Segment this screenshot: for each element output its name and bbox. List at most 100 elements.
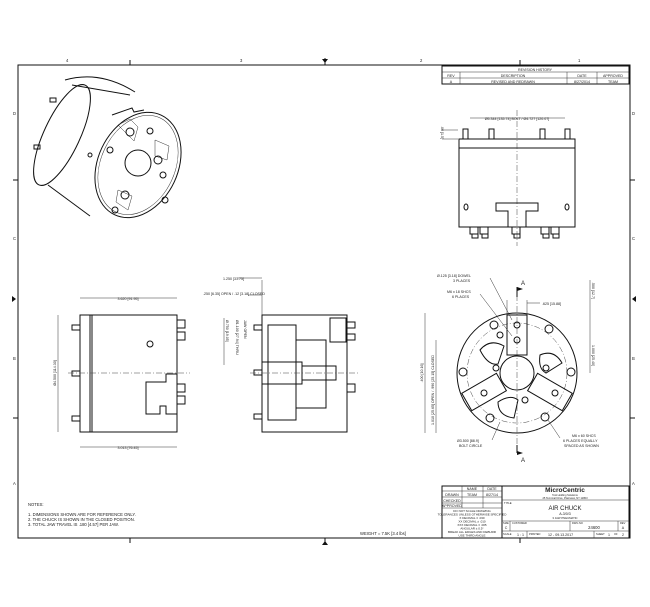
- size-value: C: [505, 526, 508, 530]
- section-a-label-top: A: [521, 281, 525, 287]
- left-dim: .400 [10.16]: [420, 364, 424, 383]
- weight-label: WEIGHT = 7.5K [3.4 lbs]: [360, 531, 406, 536]
- inner-dia-b: Ø1.100 [27.94] THRU: [235, 320, 239, 355]
- zone-row-label: A: [13, 481, 16, 486]
- part-number: A-3/0/3: [559, 512, 571, 516]
- approved-cell: TEAM: [608, 80, 618, 84]
- tb-drawn-date: 8/27/14: [486, 493, 498, 497]
- side-view: 3.620 [91.95] 3.013 [76.45] Ø4.500 [114.…: [53, 297, 190, 450]
- notes-title: NOTES:: [28, 502, 44, 507]
- tb-checked-label: CHECKED: [443, 499, 461, 503]
- note-item: 2. THE CHUCK IS SHOWN IN THE CLOSED POSI…: [28, 517, 135, 522]
- company-address: 25 Terminal Drive, Plainview, NY 11803: [542, 496, 588, 500]
- tb-drawn-name: TEAM: [467, 493, 477, 497]
- date-cell: 8/27/2014: [574, 80, 590, 84]
- customer-label: CUSTOMER: [512, 521, 527, 525]
- zone-col-label: 1: [578, 58, 581, 63]
- bolt-circle-label: BOLT CIRCLE: [459, 444, 483, 448]
- bolt-circle-dim: Ø3.500 [88.9]: [457, 439, 479, 443]
- inner-dia-a: Ø.750 [19.05]: [225, 320, 229, 342]
- tb-date-header: DATE: [487, 487, 497, 491]
- zone-row-label: C: [13, 236, 16, 241]
- stroke-dim: .250 [6.35] OPEN / .12 [3.18] CLOSED: [203, 292, 265, 296]
- tolerance-line: DO NOT SCALE DRAWING: [453, 509, 491, 513]
- zone-row-label: D: [13, 111, 16, 116]
- center-mark-icon: [322, 59, 328, 63]
- dwg-no-value: 24600: [588, 525, 600, 530]
- dowel-places: 3 PLACES: [453, 279, 471, 283]
- of-value: 2: [622, 533, 624, 537]
- shcs-top-note: M6 x 18 SHCS: [447, 290, 471, 294]
- center-mark-icon: [322, 541, 328, 545]
- shcs-top-places: 6 PLACES: [452, 295, 470, 299]
- revision-history-table: REVISION HISTORY REV DESCRIPTION DATE AP…: [441, 65, 630, 85]
- scale-value: 1 : 1: [517, 533, 524, 537]
- zone-row-label: B: [632, 356, 635, 361]
- printed-label: PRINTED: [529, 532, 541, 536]
- scale-label: SCALE: [503, 532, 512, 536]
- tolerance-line: XX DECIMAL ± .010: [458, 520, 486, 524]
- title-label: TITLE: [504, 501, 512, 505]
- sheet-label: SHEET: [596, 532, 605, 536]
- company-subtitle: Tool Holding Solutions: [552, 493, 578, 497]
- isometric-view: [33, 76, 182, 219]
- dwg-no-label: DWG NO: [572, 521, 583, 525]
- zone-row-label: C: [632, 236, 635, 241]
- description-header: DESCRIPTION: [501, 74, 526, 78]
- tolerance-line: USE THIRD ANGLE: [459, 534, 486, 538]
- section-top-dim: 1.250 [31.75]: [223, 277, 244, 281]
- sheet-value: 1: [608, 533, 610, 537]
- tb-approved-label: APPROVED: [442, 504, 462, 508]
- width-bottom-dim: 3.013 [76.45]: [118, 446, 139, 450]
- note-item: 3. TOTAL JAW TRAVEL IS .180 [4.57] PER J…: [28, 522, 119, 527]
- tolerance-line: X DECIMAL ± .030: [459, 516, 485, 520]
- tb-name-header: NAME: [467, 487, 478, 491]
- of-label: OF: [614, 532, 618, 536]
- center-mark-icon: [12, 296, 16, 302]
- rev-value: A: [622, 526, 625, 530]
- shcs-bottom-places: 6 PLACES EQUALLY: [563, 439, 598, 443]
- dowel-note: Ø.125 [3.18] DOWEL: [437, 274, 471, 278]
- note-item: 1. DIMENSIONS SHOWN ARE FOR REFERENCE ON…: [28, 512, 136, 517]
- zone-col-label: 2: [420, 58, 423, 63]
- tolerance-line: BREAK ALL EDGES AND DEBURR: [448, 530, 497, 534]
- rev-cell: A: [450, 80, 453, 84]
- right-dim-bottom: 1.000 [25.40]: [591, 345, 595, 366]
- zone-labels: 4 3 2 1 D C B A D C B A: [13, 58, 635, 486]
- height-dim: .06 [1.5]: [440, 126, 444, 139]
- notes-block: NOTES: 1. DIMENSIONS SHOWN ARE FOR REFER…: [28, 502, 136, 527]
- revision-history-title: REVISION HISTORY: [518, 68, 553, 72]
- tolerance-line: TOLERANCES UNLESS OTHERWISE SPECIFIED: [438, 513, 508, 517]
- title-block: NAME DATE DRAWN TEAM 8/27/14 CHECKED APP…: [438, 485, 630, 539]
- tolerance-line: ANGULAR ± 0.5°: [460, 527, 484, 531]
- drawing-title: AIR CHUCK: [548, 506, 581, 512]
- jaw-width-dim: .625 [15.88]: [542, 302, 561, 306]
- shcs-bottom-spacing: SPACED AS SHOWN: [564, 444, 599, 448]
- part-subtitle: 3 JAW PNEUMATIC: [552, 516, 577, 520]
- sheet-border: [12, 58, 636, 545]
- center-mark-icon: [632, 296, 636, 302]
- tolerance-line: XXX DECIMAL ± .005: [457, 523, 487, 527]
- tb-drawn-label: DRAWN: [445, 493, 459, 497]
- approved-header: APPROVED: [603, 74, 623, 78]
- rev-label: REV: [620, 521, 626, 525]
- left-dim-open-closed: 1.010 [25.65] OPEN / .990 [25.15] CLOSED: [431, 355, 435, 425]
- company-logo: MicroCentric: [545, 487, 585, 494]
- zone-row-label: D: [632, 111, 635, 116]
- diameter-dim: Ø4.500 [114.30]: [53, 360, 57, 386]
- printed-value: 12 - 09.13.2017: [548, 533, 573, 537]
- shcs-bottom-note: M6 x 60 SHCS: [572, 434, 596, 438]
- front-view: Ø5.344 [135.74] BOLT / Ø4.727 [120.07] .…: [440, 110, 576, 246]
- zone-col-label: 3: [240, 58, 243, 63]
- width-top-dim: 3.620 [91.95]: [118, 297, 139, 301]
- bolt-pattern-dim: Ø5.344 [135.74] BOLT / Ø4.727 [120.07]: [485, 117, 550, 121]
- zone-row-label: A: [632, 481, 635, 486]
- zone-row-label: B: [13, 356, 16, 361]
- section-view: 1.250 [31.75] .250 [6.35] OPEN / .12 [3.…: [203, 277, 360, 433]
- rev-header: REV: [447, 74, 455, 78]
- size-label: SIZE: [503, 521, 509, 525]
- date-header: DATE: [577, 74, 587, 78]
- jaw-open-label: JAW OPEN: [243, 320, 247, 339]
- section-a-label-bottom: A: [521, 458, 525, 464]
